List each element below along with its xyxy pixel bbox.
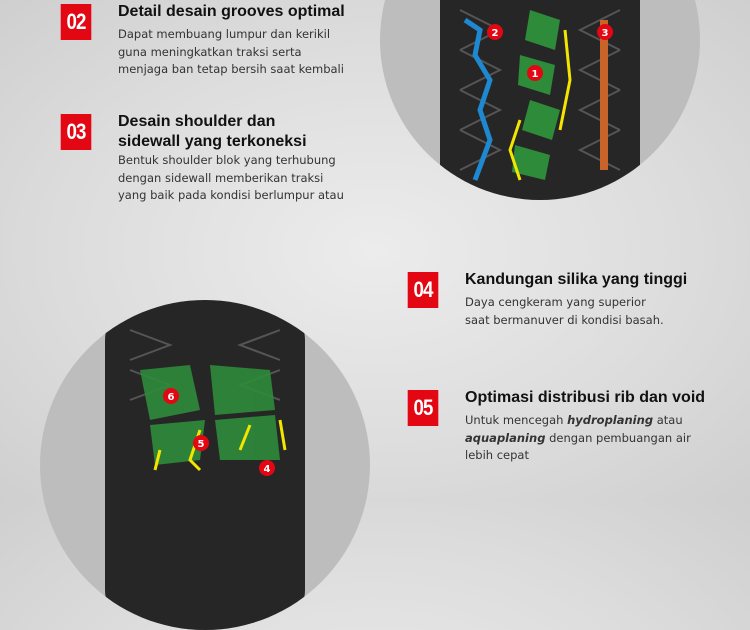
feature-title-line: Desain shoulder dan bbox=[118, 113, 276, 130]
desc-italic: aquaplaning bbox=[465, 430, 546, 445]
tire-tread-image-top: 1 2 3 bbox=[380, 0, 700, 200]
desc-italic: hydroplaning bbox=[567, 413, 654, 427]
marker-5: 5 bbox=[198, 439, 205, 450]
feature-title: Detail desain grooves optimal bbox=[118, 3, 345, 20]
tire-tread-image-bottom: 4 5 6 bbox=[40, 300, 370, 630]
feature-title: Kandungan silika yang tinggi bbox=[465, 271, 688, 288]
feature-description: Bentuk shoulder blok yang terhubung deng… bbox=[118, 153, 344, 202]
feature-title: Desain shoulder dan sidewall yang terkon… bbox=[118, 112, 307, 152]
marker-1: 1 bbox=[532, 69, 539, 80]
feature-title: Optimasi distribusi rib dan void bbox=[465, 389, 706, 406]
desc-text: dengan pembuangan air lebih cepat bbox=[465, 430, 691, 463]
marker-3: 3 bbox=[602, 28, 609, 39]
desc-text: atau bbox=[653, 413, 683, 427]
feature-description: Dapat membuang lumpur dan kerikil guna m… bbox=[118, 27, 344, 76]
feature-description: Untuk mencegah hydroplaning atau aquapla… bbox=[465, 412, 705, 465]
desc-text: Untuk mencegah bbox=[465, 413, 568, 427]
feature-description: Daya cengkeram yang superior saat berman… bbox=[465, 295, 664, 327]
feature-number-badge: 02 bbox=[60, 4, 92, 40]
feature-number-badge: 04 bbox=[407, 272, 439, 308]
marker-6: 6 bbox=[168, 392, 175, 403]
marker-2: 2 bbox=[492, 28, 499, 39]
feature-number-badge: 05 bbox=[407, 390, 439, 426]
marker-4: 4 bbox=[264, 464, 271, 475]
feature-title-line: sidewall yang terkoneksi bbox=[118, 133, 307, 150]
feature-number-badge: 03 bbox=[60, 114, 92, 150]
